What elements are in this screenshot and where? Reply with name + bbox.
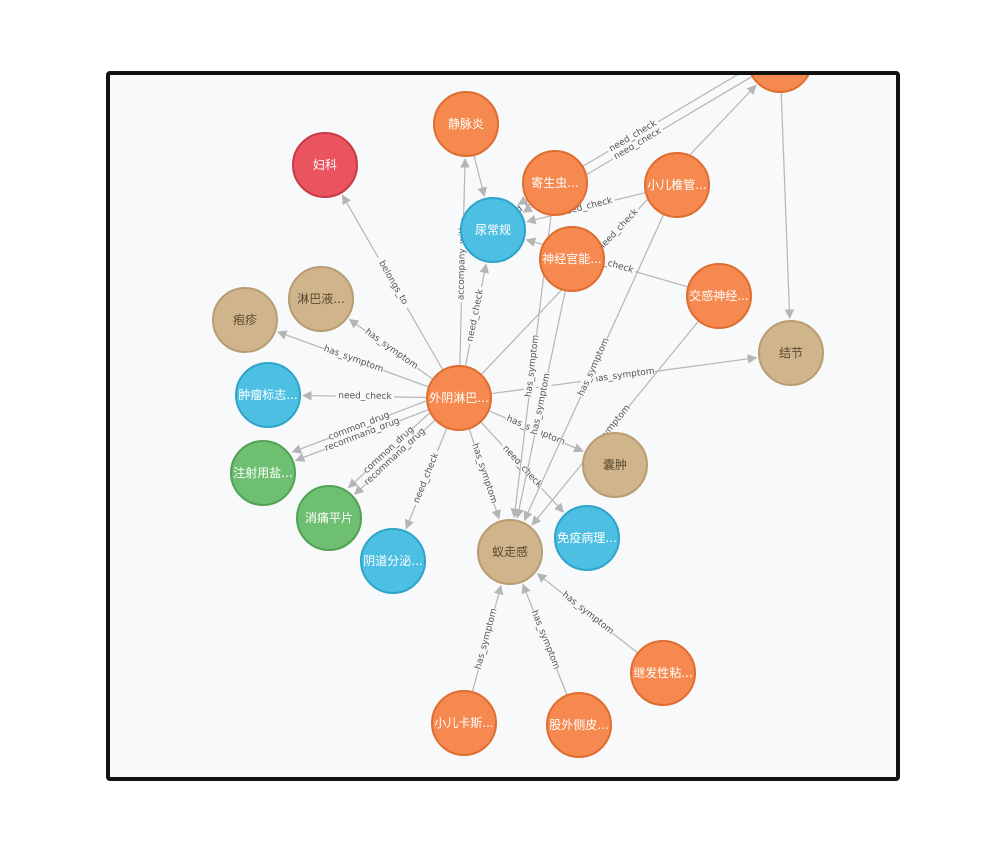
node-circle[interactable]: [292, 132, 358, 198]
edge-label-background: [559, 589, 617, 638]
edge--23[interactable]: [473, 154, 487, 198]
node-drug[interactable]: 注射用盐...: [230, 440, 296, 506]
edge-label-background: [556, 194, 617, 220]
edge-label-background: [472, 606, 501, 672]
edge-label-background: [597, 402, 634, 443]
node-disease[interactable]: 继发性粘...: [630, 640, 696, 706]
node-disease[interactable]: 寄生虫...: [522, 150, 588, 216]
edge-label-background: [323, 415, 402, 455]
edge-label-background: [575, 335, 613, 399]
node-circle[interactable]: [686, 263, 752, 329]
node-symptom[interactable]: 蚁走感: [477, 519, 543, 585]
edge-label-background: [497, 441, 546, 493]
node-circle[interactable]: [426, 365, 492, 431]
node-check[interactable]: 免疫病理...: [554, 505, 620, 571]
node-symptom[interactable]: 结节: [758, 320, 824, 386]
node-circle[interactable]: [477, 519, 543, 585]
edge-line[interactable]: [780, 91, 795, 319]
node-department[interactable]: 妇科: [292, 132, 358, 198]
edge-label-background: [464, 285, 488, 346]
edge-label-background: [321, 343, 386, 377]
edge--29[interactable]: [780, 91, 795, 319]
node-circle[interactable]: [630, 640, 696, 706]
edge-label-background: [410, 448, 444, 508]
node-circle[interactable]: [539, 226, 605, 292]
node-circle[interactable]: [296, 485, 362, 551]
edge-label-background: [361, 326, 421, 373]
node-circle[interactable]: [360, 528, 426, 594]
edge-label-background: [591, 365, 656, 386]
edge-label-background: [594, 204, 643, 256]
node-disease[interactable]: 静脉炎: [433, 91, 499, 157]
node-circle[interactable]: [431, 690, 497, 756]
node-circle[interactable]: [644, 152, 710, 218]
edge-label-background: [527, 608, 563, 672]
edge-has-symptom-20[interactable]: has_symptom: [536, 573, 639, 654]
edge-label-background: [609, 124, 666, 165]
node-circle[interactable]: [582, 432, 648, 498]
edge-has-symptom-9[interactable]: has_symptom: [468, 428, 501, 520]
node-disease[interactable]: 小儿卡斯...: [431, 690, 497, 756]
edge-label-background: [361, 424, 417, 477]
node-circle[interactable]: [212, 287, 278, 353]
node-disease[interactable]: [748, 75, 812, 93]
node-symptom[interactable]: 囊肿: [582, 432, 648, 498]
node-check[interactable]: 肿瘤标志...: [235, 362, 301, 428]
edge-label-background: [605, 116, 662, 157]
edge-has-symptom-21[interactable]: has_symptom: [471, 584, 504, 693]
edge-label-background: [468, 441, 500, 506]
node-circle[interactable]: [748, 75, 812, 93]
node-circle[interactable]: [554, 505, 620, 571]
node-disease[interactable]: 小儿椎管...: [644, 152, 710, 218]
node-circle[interactable]: [288, 266, 354, 332]
edge-has-symptom-1[interactable]: has_symptom: [348, 318, 434, 380]
node-circle[interactable]: [235, 362, 301, 428]
edge-has-symptom-22[interactable]: has_symptom: [521, 583, 568, 696]
node-disease[interactable]: 交感神经...: [686, 263, 752, 329]
edge-need-check-3[interactable]: need_check: [302, 390, 428, 403]
node-disease[interactable]: 股外侧皮...: [546, 692, 612, 758]
node-circle[interactable]: [460, 197, 526, 263]
node-symptom[interactable]: 淋巴液...: [288, 266, 354, 332]
edge-label-background: [361, 425, 429, 489]
node-circle[interactable]: [546, 692, 612, 758]
node-circle[interactable]: [522, 150, 588, 216]
node-drug[interactable]: 消痛平片: [296, 485, 362, 551]
edge-label-background: [528, 371, 554, 437]
node-check[interactable]: 尿常规: [460, 197, 526, 263]
node-check[interactable]: 阴道分泌...: [360, 528, 426, 594]
edge-label-background: [522, 333, 543, 399]
knowledge-graph[interactable]: belongs_tohas_symptomhas_symptomneed_che…: [110, 75, 896, 777]
edge-label-background: [373, 254, 413, 311]
node-circle[interactable]: [433, 91, 499, 157]
node-circle[interactable]: [230, 440, 296, 506]
node-symptom[interactable]: 疱疹: [212, 287, 278, 353]
node-disease[interactable]: 神经官能...: [539, 226, 605, 292]
edge-label-background: [335, 390, 395, 403]
edge-label-background: [327, 409, 391, 444]
edge-line[interactable]: [473, 154, 487, 198]
node-circle[interactable]: [758, 320, 824, 386]
node-disease[interactable]: 外阴淋巴...: [426, 365, 492, 431]
